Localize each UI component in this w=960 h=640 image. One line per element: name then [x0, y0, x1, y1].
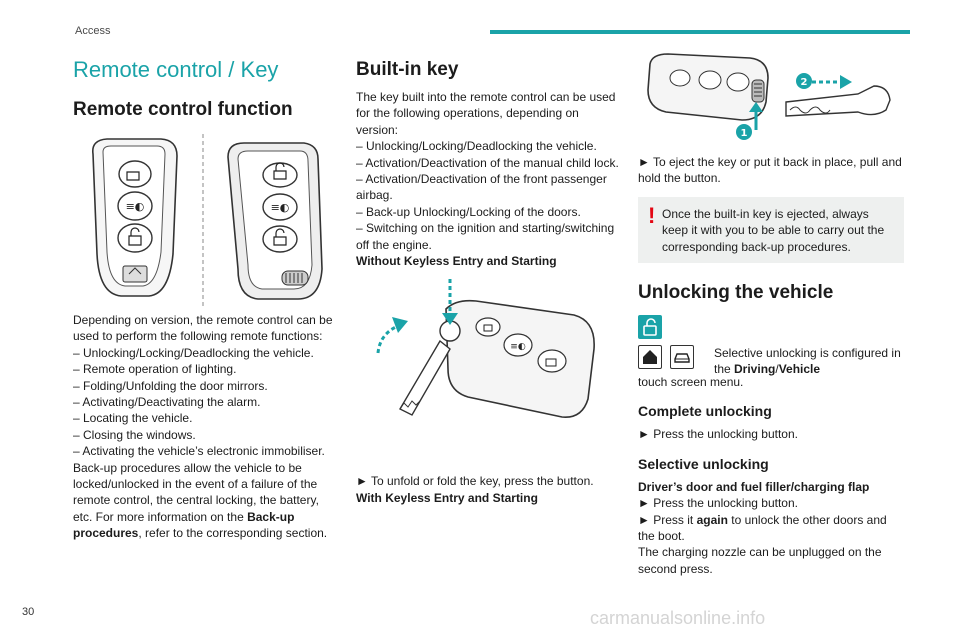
vehicle-menu-label: Vehicle — [778, 362, 821, 377]
svg-text:≡◐: ≡◐ — [126, 200, 145, 213]
complete-unlocking-heading: Complete unlocking — [638, 403, 772, 420]
section-label: Access — [75, 25, 111, 37]
callout-2: 2 — [801, 77, 808, 88]
selective-config-text: Selective unlocking is configured in the… — [714, 346, 901, 377]
unlocking-heading: Unlocking the vehicle — [638, 282, 834, 304]
column-remote-control: Remote control / Key Remote control func… — [73, 50, 341, 542]
svg-text:≡◐: ≡◐ — [510, 342, 526, 352]
remote-function-item: – Locating the vehicle. — [73, 411, 193, 426]
watermark: carmanualsonline.info — [590, 608, 766, 628]
selective-step-2: ► Press it again to unlock the other doo… — [638, 512, 887, 544]
page-number: 30 — [22, 606, 35, 618]
folding-key-illustration: ≡◐ — [356, 279, 624, 439]
unlock-icons-row: Selective unlocking is configured in the… — [638, 315, 904, 376]
driving-menu-label: Driving — [734, 362, 776, 377]
key-intro: The key built into the remote control ca… — [356, 90, 616, 137]
backup-procedures-link[interactable]: Back-up procedures — [73, 509, 295, 541]
eject-instruction: ► To eject the key or put it back in pla… — [638, 155, 902, 186]
remote-control-illustration: ≡◐ ≡◐ — [73, 134, 341, 306]
key-operation-item: – Switching on the ignition and starting… — [356, 221, 615, 252]
charging-note: The charging nozzle can be unplugged on … — [638, 545, 882, 576]
selective-step-1: ► Press the unlocking button. — [638, 496, 798, 511]
backup-paragraph: Back-up procedures allow the vehicle to … — [73, 460, 328, 541]
warning-text: Once the built-in key is ejected, always… — [662, 206, 885, 254]
remote-function-item: – Closing the windows. — [73, 427, 196, 442]
header-rule — [490, 30, 910, 34]
key-operation-item: – Activation/Deactivation of the front p… — [356, 172, 607, 203]
remote-function-item: – Activating/Deactivating the alarm. — [73, 395, 261, 410]
complete-unlocking-step: ► Press the unlocking button. — [638, 427, 798, 442]
unfold-instruction: ► To unfold or fold the key, press the b… — [356, 474, 594, 489]
remote-intro: Depending on version, the remote control… — [73, 313, 333, 344]
built-in-key-heading: Built-in key — [356, 59, 459, 80]
key-operation-item: – Unlocking/Locking/Deadlocking the vehi… — [356, 139, 597, 154]
with-keyless-heading: With Keyless Entry and Starting — [356, 490, 538, 505]
warning-box: ! Once the built-in key is ejected, alwa… — [638, 196, 904, 264]
remote-function-item: – Activating the vehicle’s electronic im… — [73, 444, 325, 459]
warning-icon: ! — [648, 202, 656, 228]
home-icon — [638, 345, 662, 370]
without-keyless-heading: Without Keyless Entry and Starting — [356, 254, 557, 269]
page-title: Remote control / Key — [73, 57, 279, 82]
selective-unlocking-heading: Selective unlocking — [638, 455, 769, 472]
column-unlocking: 2 1 ► To eject the key or put it back in… — [638, 50, 904, 577]
driver-door-heading: Driver’s door and fuel filler/charging f… — [638, 479, 870, 494]
unlock-icon — [638, 315, 662, 340]
remote-function-item: – Unlocking/Locking/Deadlocking the vehi… — [73, 345, 314, 360]
callout-1: 1 — [741, 128, 748, 139]
remote-function-item: – Remote operation of lighting. — [73, 362, 237, 377]
svg-text:≡◐: ≡◐ — [271, 201, 290, 214]
key-operation-item: – Back-up Unlocking/Locking of the doors… — [356, 204, 581, 219]
selective-config-tail: touch screen menu. — [638, 375, 744, 390]
remote-function-heading: Remote control function — [73, 99, 293, 120]
key-ejection-illustration: 2 1 — [638, 50, 904, 140]
remote-function-item: – Folding/Unfolding the door mirrors. — [73, 378, 268, 393]
car-icon — [670, 345, 694, 370]
column-built-in-key: Built-in key The key built into the remo… — [356, 50, 624, 506]
key-operation-item: – Activation/Deactivation of the manual … — [356, 155, 619, 170]
